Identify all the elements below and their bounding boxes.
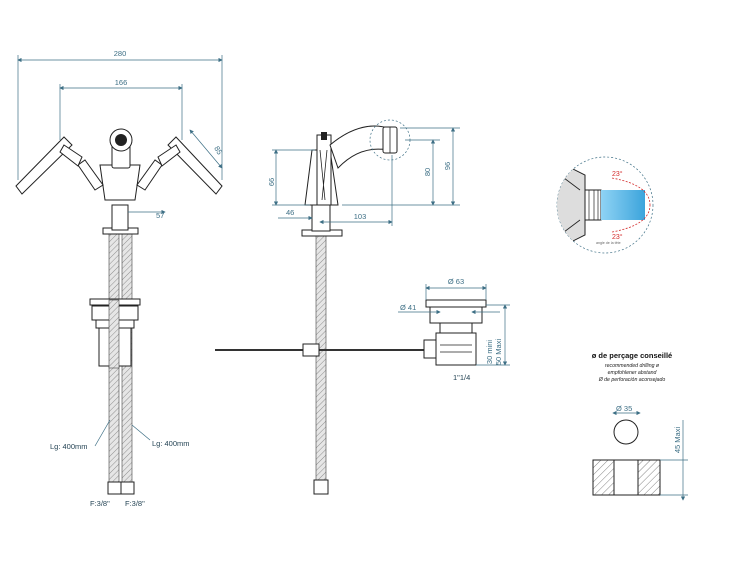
left-lever-neck xyxy=(59,144,83,167)
fit-left-label: F:3/8" xyxy=(90,499,110,508)
hose-left-label: Lg: 400mm xyxy=(50,442,88,451)
note-line3: Ø de perforación aconsejado xyxy=(598,377,666,383)
drill-hole-circle xyxy=(613,419,639,445)
note-title: ø de perçage conseillé xyxy=(592,351,672,360)
detail-body xyxy=(557,159,586,251)
side-handle-detail xyxy=(319,149,328,201)
dim-range-1: 30 mini xyxy=(485,340,494,365)
dim-range-2: 50 Maxi xyxy=(494,339,503,366)
side-stem xyxy=(311,204,331,232)
drain-side-port xyxy=(423,339,437,359)
drain-collar xyxy=(429,306,483,324)
spray-jet xyxy=(601,190,645,220)
mounting-stem xyxy=(111,204,129,231)
drain-body xyxy=(435,332,477,366)
dim-57: 57 xyxy=(156,211,164,220)
left-valve xyxy=(77,159,104,191)
dim-45: 45 Maxi xyxy=(673,427,682,454)
angle-top: 23° xyxy=(612,170,623,178)
dim-280: 280 xyxy=(114,49,127,58)
side-handle-cap xyxy=(321,132,327,140)
dim-63: Ø 63 xyxy=(448,277,464,286)
angle-arc-bottom xyxy=(611,204,651,233)
dim-35: Ø 35 xyxy=(616,404,632,413)
leader-right xyxy=(131,424,151,441)
spray-detail: 23° 23° angle de la tête xyxy=(556,156,654,254)
dim-166: 166 xyxy=(115,78,128,87)
front-view: 280 166 85 57 Lg: 400mm Lg: 400mm F:3/8"… xyxy=(15,49,224,508)
rod-clamp xyxy=(302,343,320,357)
right-valve xyxy=(136,159,163,191)
dim-96: 96 xyxy=(443,162,452,170)
left-lever xyxy=(15,136,73,195)
side-fitting xyxy=(313,479,329,495)
left-hose-overlay xyxy=(108,299,120,369)
drain-thread: 1"1/4 xyxy=(453,373,470,382)
dim-85: 85 xyxy=(212,145,224,157)
dim-103: 103 xyxy=(354,212,367,221)
right-fitting xyxy=(120,481,135,495)
hose-right-label: Lg: 400mm xyxy=(152,439,190,448)
drain-nut xyxy=(439,322,473,334)
angle-caption: angle de la tête xyxy=(596,241,621,245)
leader-left xyxy=(94,419,111,447)
fit-right-label: F:3/8" xyxy=(125,499,145,508)
side-spout xyxy=(329,125,389,169)
right-lever-neck xyxy=(157,144,181,167)
side-handle xyxy=(316,134,332,206)
note-line1: recommended drilling ø xyxy=(605,363,660,369)
drill-hole-section xyxy=(613,459,639,496)
dim-line-85 xyxy=(189,129,223,169)
side-hose xyxy=(315,231,327,488)
angle-arc-top xyxy=(611,177,651,206)
spout-outlet xyxy=(115,134,127,146)
dim-46: 46 xyxy=(286,208,294,217)
drain-flange xyxy=(425,299,487,308)
dim-41: Ø 41 xyxy=(400,303,416,312)
angle-bottom: 23° xyxy=(612,233,623,241)
mixer-body xyxy=(99,164,141,201)
dim-66: 66 xyxy=(267,178,276,186)
left-fitting xyxy=(107,481,122,495)
side-view: 66 46 103 80 96 xyxy=(215,119,460,495)
detail-nozzle xyxy=(584,189,602,221)
drilling-note: ø de perçage conseillé recommended drill… xyxy=(592,351,688,501)
drain-view: Ø 63 Ø 41 1"1/4 30 mini 50 Maxi xyxy=(398,277,510,382)
dim-80: 80 xyxy=(423,168,432,176)
note-line2: empfohlener abstand xyxy=(608,370,658,376)
